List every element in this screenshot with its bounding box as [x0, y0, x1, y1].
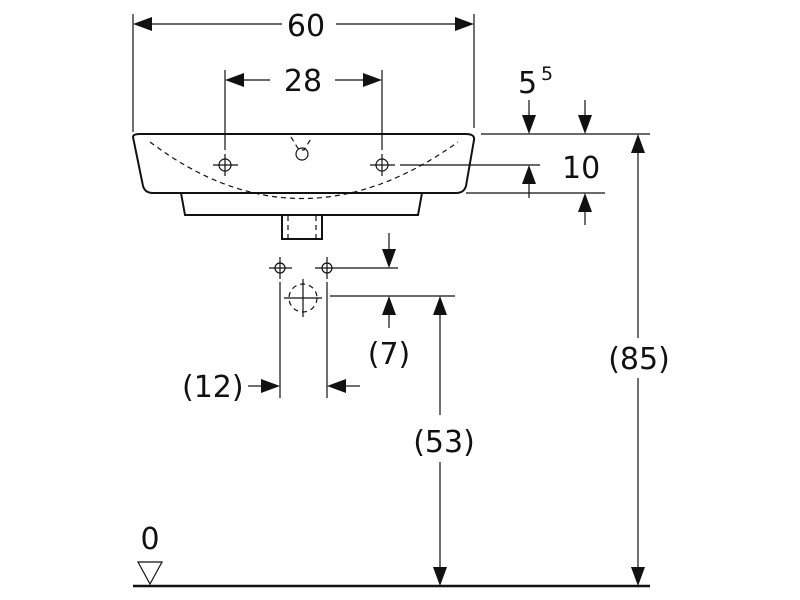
supply-connection-right [315, 257, 339, 279]
label-rim-offset: 5 [518, 66, 537, 101]
label-rim-offset-superscript: 5 [541, 63, 553, 85]
dimension-tap-hole-spacing: 28 [224, 64, 383, 150]
dimension-supply-spacing: (12) [182, 282, 360, 405]
supply-height-arrow [382, 249, 396, 268]
dimension-rim-offset: 5 5 [481, 63, 650, 135]
dimension-waste-offset: (7) [368, 296, 411, 372]
dimension-floor-to-waste: (53) [413, 296, 475, 586]
tap-hole-right [370, 154, 395, 176]
label-basin-depth: 10 [562, 151, 600, 186]
dimension-overall-width: 60 [132, 9, 475, 132]
label-floor-to-rim: (85) [608, 342, 670, 377]
label-tap-hole-spacing: 28 [284, 64, 322, 99]
dimension-floor-to-rim: (85) [608, 134, 670, 586]
label-waste-offset: (7) [368, 337, 411, 372]
label-floor-level: 0 [140, 522, 159, 557]
dimension-basin-depth: 10 [400, 151, 605, 225]
floor-level-marker-icon [136, 561, 164, 586]
label-supply-spacing: (12) [182, 370, 244, 405]
tap-hole-left [213, 154, 238, 176]
washbasin-outline [131, 133, 476, 216]
floor-level: 0 [133, 522, 650, 588]
supply-connection-left [269, 257, 292, 279]
label-floor-to-waste: (53) [413, 425, 475, 460]
waste-connection [284, 279, 322, 317]
label-overall-width: 60 [287, 9, 325, 44]
waste-outlet [281, 214, 323, 240]
